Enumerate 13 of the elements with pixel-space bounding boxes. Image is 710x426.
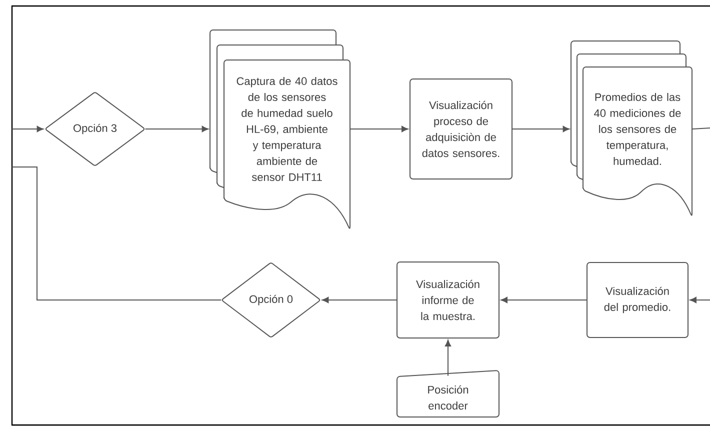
process-box: Visualización del promedio. — [586, 262, 688, 338]
arrow — [512, 126, 570, 132]
process-box: Visualización informe de la muestra. — [396, 262, 500, 338]
arrow — [690, 296, 710, 304]
document-stack: Promedios de las 40 mediciones de los sensores de temperatura, humedad. — [570, 40, 692, 216]
arrow — [500, 296, 587, 304]
arrow — [350, 126, 408, 132]
arrow — [144, 126, 209, 132]
arrow — [12, 126, 44, 132]
process-box: Visualización proceso de adquisiciòn de datos sensores. — [410, 78, 512, 180]
document-stack: Captura de 40 datos de los sensores de humedad suelo HL-69, ambiente y temperatura ambiente de sensor DHT11 — [210, 30, 350, 229]
arrow — [444, 340, 452, 376]
arrow — [322, 296, 397, 304]
